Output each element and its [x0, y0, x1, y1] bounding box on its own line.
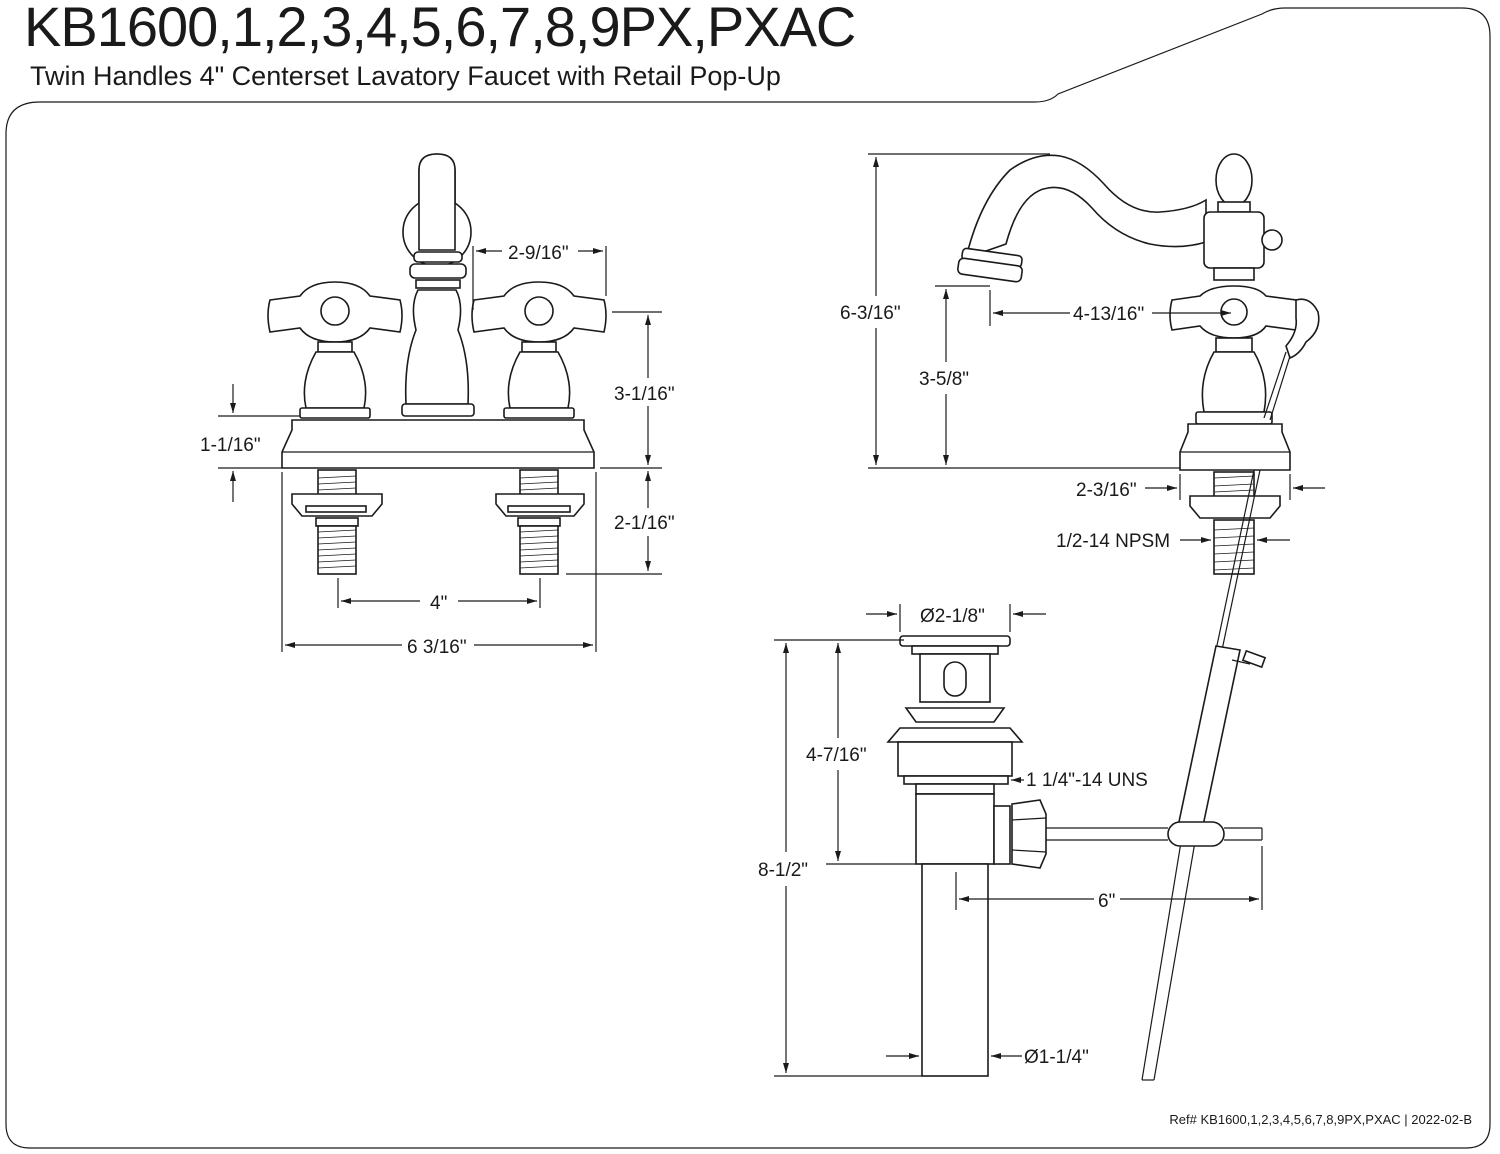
dim-deck-height: 1-1/16"	[200, 435, 261, 456]
dim-total-height: 6-3/16"	[840, 303, 901, 324]
dim-rod-length: 6"	[1098, 891, 1115, 912]
dim-body-height: 4-7/16"	[806, 745, 867, 766]
page-title: KB1600,1,2,3,4,5,6,7,8,9PX,PXAC	[24, 0, 856, 58]
side-view-faucet	[957, 153, 1320, 1081]
dim-overall-width: 6 3/16"	[407, 637, 467, 658]
reference-footer: Ref# KB1600,1,2,3,4,5,6,7,8,9PX,PXAC | 2…	[1169, 1112, 1472, 1127]
page-subtitle: Twin Handles 4" Centerset Lavatory Fauce…	[30, 61, 781, 91]
dim-tail-diameter: Ø1-1/4"	[1024, 1047, 1089, 1068]
front-view-dimensions	[218, 246, 662, 652]
dim-handle-height: 3-1/16"	[614, 384, 675, 405]
dim-flange-diameter: Ø2-1/8"	[920, 606, 985, 627]
dim-base-diameter: 2-3/16"	[1076, 480, 1137, 501]
drawing-frame	[5, 7, 1491, 1149]
dim-overall-height: 8-1/2"	[758, 860, 808, 881]
front-view-faucet	[267, 153, 607, 575]
drain-assembly	[886, 635, 1263, 1077]
side-view-dimensions	[868, 153, 1325, 543]
dim-thread: 1/2-14 NPSM	[1056, 531, 1170, 552]
dim-center: 4"	[430, 593, 447, 614]
dim-spout-offset: 2-9/16"	[508, 243, 569, 264]
dim-shank-length: 2-1/16"	[614, 513, 675, 534]
dim-body-thread: 1 1/4"-14 UNS	[1026, 770, 1148, 791]
drain-dimensions	[774, 604, 1263, 1077]
dim-spout-height: 3-5/8"	[919, 369, 969, 390]
dim-spout-reach: 4-13/16"	[1073, 304, 1144, 325]
